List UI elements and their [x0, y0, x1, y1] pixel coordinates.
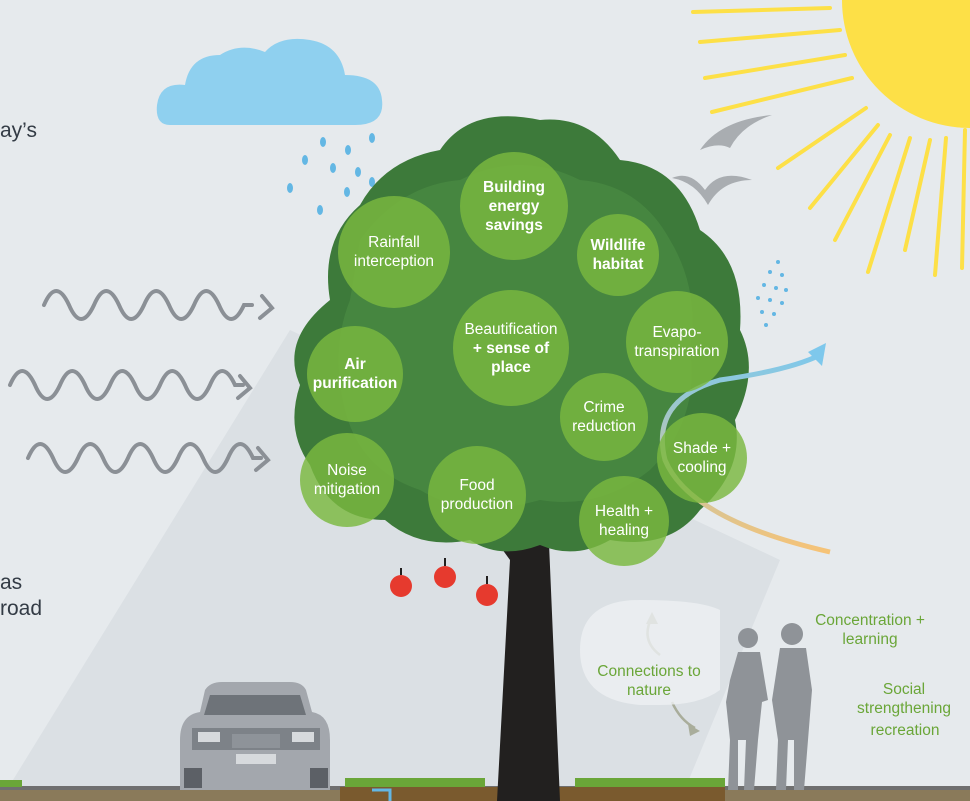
people-walking-icon — [726, 623, 812, 790]
benefit-label-bold: + sense of place — [472, 339, 550, 376]
partial-text-bottom-1: as — [0, 571, 23, 594]
benefit-label: Crime reduction — [572, 399, 636, 435]
benefit-shade-cooling: Shade + cooling — [657, 413, 747, 503]
benefit-label: Air purification — [312, 356, 398, 392]
benefit-beautification: Beautification + sense of place — [453, 290, 569, 406]
evaporation-dots-icon — [756, 260, 788, 327]
benefit-air-purification: Air purification — [307, 326, 403, 422]
light-shadow-band — [0, 330, 780, 801]
rain-cloud-icon — [156, 38, 383, 215]
benefit-food-production: Food production — [428, 446, 526, 544]
benefit-noise-mitigation: Noise mitigation — [300, 433, 394, 527]
sound-waves-icon — [8, 289, 275, 474]
cooling-arrow-head — [808, 343, 826, 366]
label-concentration-learning: Concentration + learning — [815, 612, 925, 648]
apples-icon — [390, 558, 498, 606]
benefit-label: Noise mitigation — [313, 462, 381, 498]
benefit-label: Building energy savings — [483, 178, 545, 234]
speech-bubble — [580, 600, 720, 705]
benefit-rainfall-interception: Rainfall interception — [338, 196, 450, 308]
benefit-label: transpiration — [634, 343, 720, 360]
benefit-label: Food production — [440, 477, 514, 513]
partial-text-bottom-2: road — [0, 597, 43, 620]
benefit-label: Wildlife habitat — [590, 237, 646, 273]
benefit-label: Health + healing — [594, 503, 654, 539]
benefit-evapotranspiration: Evapo- transpiration — [626, 291, 728, 393]
label-connections-to-nature: Connections to nature — [597, 663, 701, 699]
benefit-building-energy-savings: Building energy savings — [460, 152, 568, 260]
benefit-health-healing: Health + healing — [579, 476, 669, 566]
benefit-crime-reduction: Crime reduction — [560, 373, 648, 461]
benefit-wildlife-habitat: Wildlife habitat — [577, 214, 659, 296]
partial-text-top: ay’s — [0, 119, 37, 142]
birds-icon — [672, 115, 772, 205]
label-recreation: recreation — [870, 722, 940, 739]
benefit-label: cooling — [677, 459, 727, 476]
grass — [0, 778, 725, 787]
sun-icon — [691, 0, 970, 277]
cooling-air-arrow — [659, 352, 831, 555]
benefit-label: Evapo- — [652, 324, 702, 341]
benefit-label: Rainfall interception — [353, 234, 435, 270]
benefit-label: Beautification — [464, 320, 558, 338]
benefit-label: Shade + — [672, 440, 732, 457]
water-pipe — [372, 788, 392, 801]
label-social-strengthening: Social strengthening — [857, 681, 951, 717]
car-icon — [180, 682, 330, 790]
